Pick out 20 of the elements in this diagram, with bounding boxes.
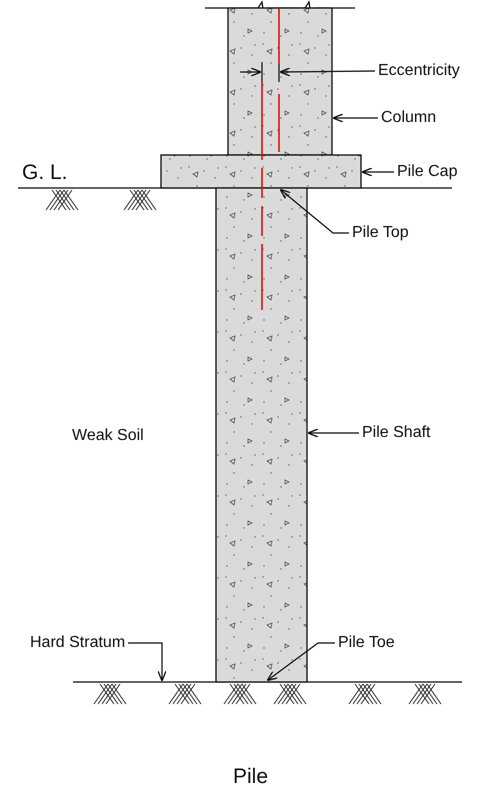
part-label: Pile Toe — [338, 634, 395, 652]
leader-line — [266, 642, 335, 682]
part-label: Pile Shaft — [362, 424, 430, 442]
leader-line — [279, 67, 375, 77]
part-label: Eccentricity — [378, 62, 460, 80]
part-label: Pile Top — [352, 224, 409, 242]
leader-line — [361, 167, 394, 177]
caption: Pile — [232, 764, 270, 790]
soil-label: Weak Soil — [72, 426, 144, 446]
leader-line — [128, 642, 167, 682]
part-label: Hard Stratum — [30, 634, 126, 652]
column-section — [227, 7, 333, 156]
pile-cap-section — [160, 154, 362, 189]
part-label: Column — [381, 109, 436, 127]
ground-level-label: G. L. — [22, 160, 68, 185]
leader-line — [280, 188, 349, 234]
leader-line — [332, 113, 378, 123]
pile-shaft-section — [215, 187, 308, 683]
part-label: Pile Cap — [397, 163, 458, 181]
leader-line — [307, 428, 359, 438]
